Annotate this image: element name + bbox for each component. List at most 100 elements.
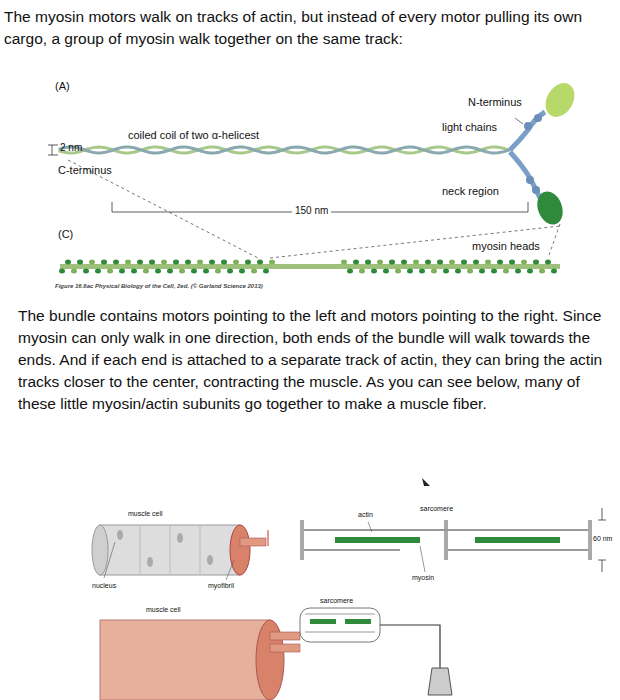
part-label: muscle cell: [128, 510, 163, 518]
myosin-head-dot: [65, 260, 71, 265]
myosin-head-dot: [503, 269, 509, 274]
myosin-head-dot: [257, 260, 263, 265]
myosin-head-dot: [191, 269, 197, 274]
myosin-head-dot: [413, 260, 419, 265]
intro-paragraph: The myosin motors walk on tracks of acti…: [4, 6, 616, 50]
myosin-head-dot: [341, 260, 347, 265]
dimension-tick: [48, 155, 58, 156]
leader-line: [515, 118, 523, 124]
myosin-head-dot: [521, 260, 527, 265]
dimension-tick: [528, 202, 529, 212]
dimension-tick: [112, 202, 113, 212]
myosin-head-dot: [437, 260, 443, 265]
part-label: C-terminus: [58, 164, 112, 177]
neck-upper: [510, 112, 545, 150]
light-chain: [532, 186, 540, 194]
projection-line: [548, 224, 560, 258]
part-label: light chains: [442, 121, 497, 134]
myosin-head-dot: [101, 260, 107, 265]
part-label: actin: [358, 511, 373, 519]
myosin-head-dot: [185, 260, 191, 265]
myosin-head-dot: [491, 269, 497, 274]
myosin-head-dot: [131, 269, 137, 274]
dimension-line: [52, 145, 53, 155]
myosin-head-dot: [401, 260, 407, 265]
myosin-head-dot: [89, 260, 95, 265]
myosin-head-dot: [509, 260, 515, 265]
myosin-head-dot: [527, 269, 533, 274]
myosin-head-dot: [425, 260, 431, 265]
alpha-helix: [60, 147, 510, 153]
myosin-head-dot: [179, 269, 185, 274]
myosin-head-dot: [251, 269, 257, 274]
myosin-head-dot: [149, 260, 155, 265]
myosin-head-dot: [371, 269, 377, 274]
projection-line: [270, 226, 560, 258]
myosin-head-dot: [461, 260, 467, 265]
myosin-head-dot: [161, 260, 167, 265]
figure-part-label: (A): [55, 80, 70, 93]
myosin-head-dot: [455, 269, 461, 274]
myosin-head-dot: [209, 260, 215, 265]
myosin-head-dot: [497, 260, 503, 265]
part-label: myosin heads: [470, 240, 542, 253]
myosin-head-dot: [431, 269, 437, 274]
myosin-head-dot: [155, 269, 161, 274]
myosin-head-dot: [377, 260, 383, 265]
myosin-head-dot: [485, 260, 491, 265]
myosin-head-dot: [239, 269, 245, 274]
part-label: muscle cell: [146, 606, 181, 614]
myosin-head-dot: [173, 260, 179, 265]
myosin-head-dot: [545, 260, 551, 265]
myosin-head-dot: [119, 269, 125, 274]
body-paragraph: The bundle contains motors pointing to t…: [18, 305, 614, 415]
myosin-head-dot: [215, 269, 221, 274]
myosin-head-dot: [383, 269, 389, 274]
myosin-head-dot: [473, 260, 479, 265]
figure-part-label: (C): [58, 228, 73, 241]
myosin-head-dot: [395, 269, 401, 274]
myosin-head-dot: [359, 269, 365, 274]
myosin-head-dot: [263, 269, 269, 274]
alpha-helix: [60, 147, 510, 153]
coiled-coil: [60, 147, 510, 153]
myosin-head-dot: [365, 260, 371, 265]
myosin-head-dot: [125, 260, 131, 265]
part-label: neck region: [440, 185, 501, 198]
part-label: coiled coil of two α-helicest: [128, 129, 259, 142]
muscle-fiber: [100, 608, 452, 700]
myosin-head-dot: [347, 269, 353, 274]
part-label: N-terminus: [468, 96, 522, 109]
myosin-head-dot: [269, 260, 275, 265]
myosin-head-dot: [197, 260, 203, 265]
myosin-head: [540, 78, 581, 122]
neck-lower: [510, 152, 540, 198]
sarcomere: [300, 478, 606, 572]
myosin-head-dot: [449, 260, 455, 265]
light-chain: [534, 114, 542, 122]
myosin-head-dot: [83, 269, 89, 274]
dimension-label: 60 nm: [593, 535, 612, 543]
part-label: myofibril: [208, 582, 234, 590]
myosin-head-dot: [539, 269, 545, 274]
myosin-head-dot: [443, 269, 449, 274]
myosin-head-dot: [533, 260, 539, 265]
myosin-head-dot: [227, 269, 233, 274]
dimension-label: 150 nm: [292, 205, 331, 217]
myosin-head-dot: [107, 269, 113, 274]
myosin-head-dot: [77, 260, 83, 265]
myosin-head-dot: [95, 269, 101, 274]
thick-filament: [60, 264, 560, 269]
myosin-head-dot: [389, 260, 395, 265]
myosin-head-dot: [113, 260, 119, 265]
thick-filament-heads: [59, 260, 557, 274]
dimension-label: 2 nm: [60, 142, 82, 154]
myosin-head-dot: [353, 260, 359, 265]
myosin-head-dot: [221, 260, 227, 265]
myosin-head-dot: [467, 269, 473, 274]
myosin-head-dot: [233, 260, 239, 265]
myosin-head-dot: [143, 269, 149, 274]
myosin-head-dot: [137, 260, 143, 265]
myosin-head-dot: [515, 269, 521, 274]
